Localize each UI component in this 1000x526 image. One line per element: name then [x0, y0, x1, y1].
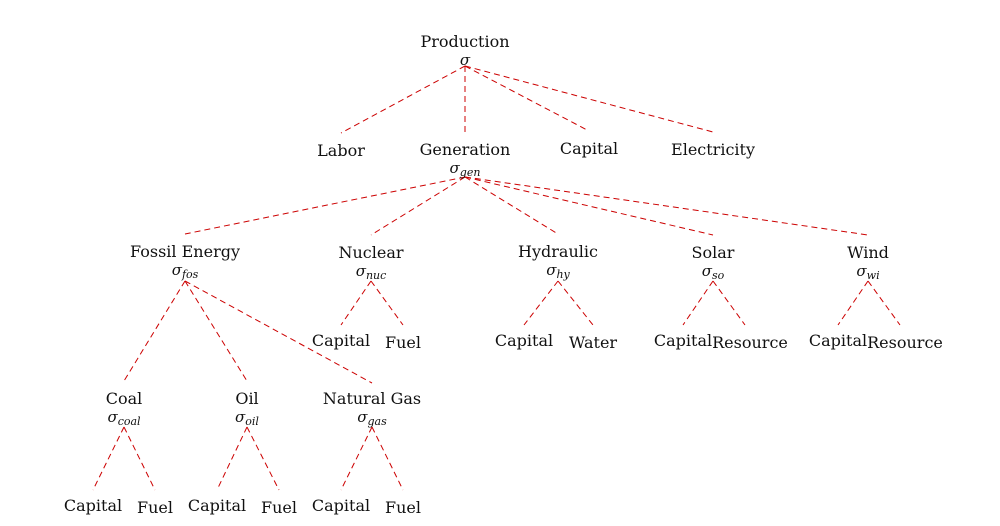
sigma-symbol: σ: [355, 262, 366, 280]
tree-edge: [837, 280, 869, 326]
sigma-subscript: fos: [181, 268, 199, 281]
tree-edge: [371, 426, 404, 491]
tree-edge: [184, 280, 248, 382]
sigma-subscript: gen: [459, 166, 481, 179]
node-nuclear-sigma: σnuc: [356, 263, 387, 284]
tree-edge: [123, 280, 186, 382]
sigma-subscript: so: [711, 269, 725, 282]
tree-edge: [92, 426, 125, 491]
node-coal: Coal: [105, 389, 143, 408]
tree-edge: [464, 176, 869, 236]
tree-edge: [464, 176, 559, 235]
node-coal-capital: Capital: [63, 496, 123, 515]
node-nuclear: Nuclear: [338, 243, 404, 262]
node-fossil: Fossil Energy: [130, 242, 240, 261]
node-nuc-fuel: Fuel: [385, 333, 421, 352]
tree-edge: [523, 280, 559, 326]
node-coal-fuel: Fuel: [137, 498, 173, 517]
node-coal-sigma: σcoal: [107, 409, 140, 430]
node-gas-fuel: Fuel: [385, 498, 421, 517]
tree-edge: [184, 280, 373, 384]
tree-edge: [340, 65, 466, 134]
node-hydraulic: Hydraulic: [518, 242, 598, 261]
node-capital-top: Capital: [559, 139, 619, 158]
sigma-symbol: σ: [459, 51, 471, 69]
node-electricity: Electricity: [671, 140, 755, 159]
node-generation: Generation: [419, 140, 511, 159]
node-so-capital: Capital: [653, 331, 713, 350]
tree-edge: [712, 280, 746, 326]
node-so-resource: Resource: [712, 333, 788, 352]
tree-edge: [557, 280, 594, 326]
sigma-subscript: wi: [866, 269, 880, 282]
tree-edge: [246, 426, 280, 491]
node-oil-fuel: Fuel: [261, 498, 297, 517]
node-nuc-capital: Capital: [311, 331, 371, 350]
sigma-subscript: gas: [367, 415, 387, 428]
tree-edge: [464, 65, 590, 132]
node-gas: Natural Gas: [322, 389, 422, 408]
sigma-symbol: σ: [171, 261, 182, 279]
node-hy-water: Water: [568, 333, 618, 352]
node-wi-capital: Capital: [808, 331, 868, 350]
sigma-subscript: coal: [117, 415, 141, 428]
sigma-symbol: σ: [107, 408, 118, 426]
tree-edge: [216, 426, 248, 491]
sigma-subscript: hy: [556, 268, 570, 281]
node-labor: Labor: [317, 141, 365, 160]
tree-edge: [370, 176, 466, 236]
node-wind: Wind: [847, 243, 889, 262]
tree-edge: [340, 280, 372, 326]
node-oil-capital: Capital: [187, 496, 247, 515]
node-generation-sigma: σgen: [450, 160, 481, 181]
sigma-symbol: σ: [856, 262, 867, 280]
node-gas-sigma: σgas: [357, 409, 387, 430]
tree-edge: [123, 426, 156, 491]
node-hy-capital: Capital: [494, 331, 554, 350]
tree-edge: [682, 280, 714, 326]
sigma-symbol: σ: [235, 408, 246, 426]
tree-edge: [370, 280, 404, 326]
node-production-sigma: σ: [460, 52, 470, 73]
node-oil-sigma: σoil: [235, 409, 259, 430]
tree-edge: [184, 176, 466, 235]
node-wi-resource: Resource: [867, 333, 943, 352]
sigma-symbol: σ: [701, 262, 712, 280]
node-wind-sigma: σwi: [856, 263, 879, 284]
tree-edge: [464, 65, 714, 133]
sigma-subscript: nuc: [365, 269, 387, 282]
node-fossil-sigma: σfos: [172, 262, 199, 283]
node-production: Production: [420, 32, 510, 51]
sigma-symbol: σ: [449, 159, 460, 177]
node-hydraulic-sigma: σhy: [546, 262, 570, 283]
node-gas-capital: Capital: [311, 496, 371, 515]
tree-edge: [867, 280, 901, 326]
tree-edge: [464, 176, 714, 236]
node-solar-sigma: σso: [702, 263, 725, 284]
sigma-symbol: σ: [546, 261, 557, 279]
node-oil: Oil: [235, 389, 259, 408]
sigma-subscript: oil: [245, 415, 259, 428]
sigma-symbol: σ: [357, 408, 368, 426]
node-solar: Solar: [691, 243, 735, 262]
tree-edge: [340, 426, 373, 491]
